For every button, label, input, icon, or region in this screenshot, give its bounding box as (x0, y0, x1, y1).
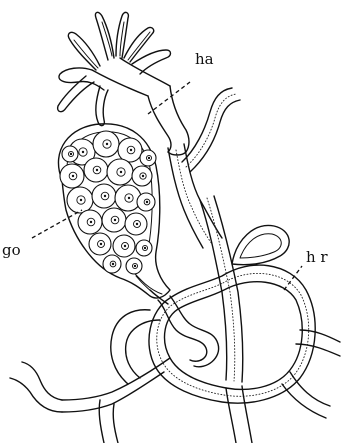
egg-nucleolus (100, 243, 102, 245)
egg-nucleolus (90, 221, 92, 223)
label-gonophore: go (2, 241, 21, 259)
label-hydranth: ha (195, 50, 214, 68)
label-hydrorhiza: h r (306, 248, 328, 266)
gonophore-egg-cells (60, 131, 156, 274)
egg-nucleolus (72, 175, 74, 177)
egg-nucleolus (96, 169, 98, 171)
egg-nucleolus (146, 201, 148, 203)
egg-nucleolus (136, 223, 138, 225)
egg-nucleolus (130, 149, 132, 151)
hydranth-bud (232, 225, 289, 264)
label-leader-go (32, 210, 82, 238)
label-leader-ha (148, 82, 190, 114)
egg-nucleolus (148, 157, 150, 159)
gonophore-tube (158, 296, 219, 367)
egg-nucleolus (82, 151, 84, 153)
egg-nucleolus (106, 143, 108, 145)
egg-nucleolus (134, 265, 136, 267)
hydranth (58, 12, 189, 155)
egg-nucleolus (104, 195, 106, 197)
egg-nucleolus (124, 245, 126, 247)
egg-nucleolus (80, 199, 82, 201)
egg-nucleolus (112, 263, 114, 265)
egg-nucleolus (70, 153, 72, 155)
egg-nucleolus (144, 247, 146, 249)
egg-nucleolus (120, 171, 122, 173)
egg-nucleolus (128, 197, 130, 199)
label-leader-hr (284, 266, 302, 290)
hydrorhiza-network (10, 88, 340, 443)
egg-nucleolus (114, 219, 116, 221)
egg-nucleolus (142, 175, 144, 177)
